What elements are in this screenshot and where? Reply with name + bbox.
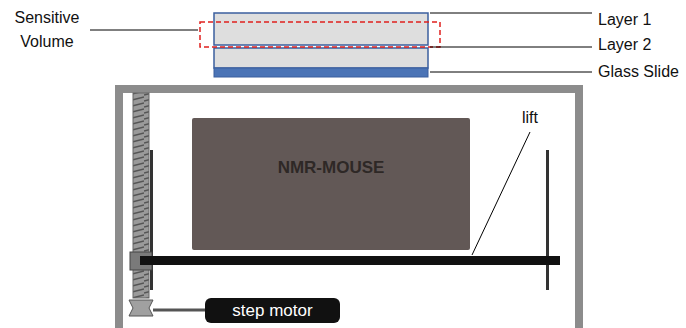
- glass-slide: [214, 68, 428, 77]
- node-text: step motor: [232, 301, 312, 321]
- device-box: NMR-MOUSE: [192, 118, 470, 250]
- motor-shaft: [153, 309, 205, 312]
- lift-bar: [140, 256, 560, 265]
- region-label: Sensitive Volume: [4, 6, 90, 54]
- part-label: Layer 1: [598, 8, 682, 32]
- layer-one: [214, 13, 428, 45]
- node-text: NMR-MOUSE: [278, 158, 385, 178]
- leader-line: [430, 47, 592, 48]
- layer-two: [214, 48, 428, 68]
- housing-frame: [115, 85, 583, 328]
- leader-line: [90, 30, 198, 31]
- leader-line: [430, 13, 592, 14]
- housing-inside: [123, 93, 575, 328]
- gear-symbol: [129, 300, 153, 316]
- part-label: lift: [522, 106, 562, 130]
- motor-box: step motor: [205, 298, 340, 323]
- part-label: Layer 2: [598, 33, 682, 57]
- leader-line: [430, 72, 592, 73]
- sensitive-volume-outline: [200, 22, 440, 47]
- guide-rail: [546, 150, 549, 290]
- leader-line: [472, 132, 530, 255]
- part-label: Glass Slide: [598, 60, 682, 84]
